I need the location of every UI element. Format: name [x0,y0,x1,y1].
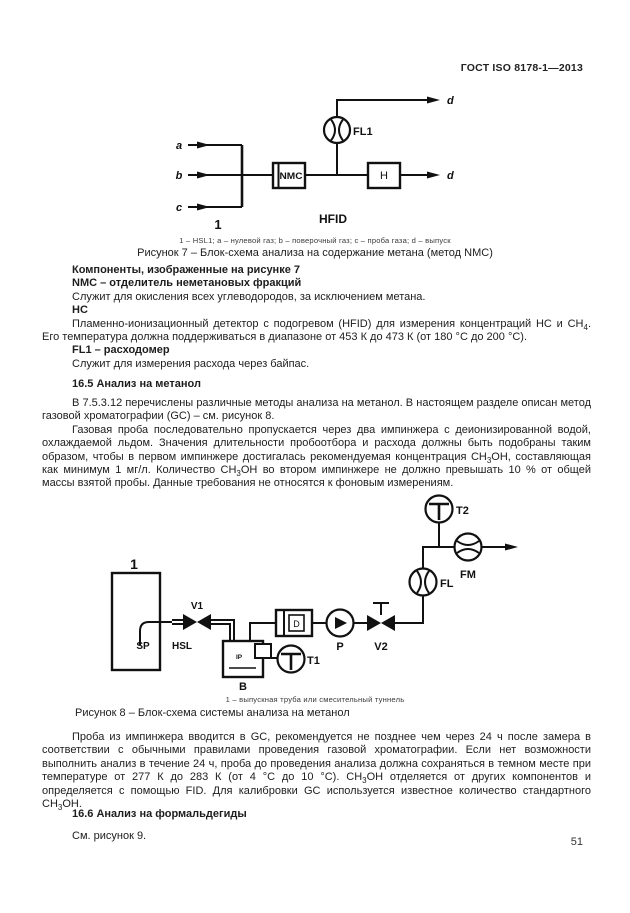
fig7-fl1-arc-right [338,118,344,142]
component-hc-desc: Пламенно-ионизационный детектор с подогр… [42,317,591,344]
figure7-caption: Рисунок 7 – Блок-схема анализа на содерж… [137,247,493,259]
component-fl1-term: FL1 – расходомер [72,344,170,357]
fig8-bath-to-dryer-line [249,622,276,641]
fig8-fl-label: FL [440,578,454,590]
fig8-outlet-arrow-icon [505,543,518,551]
fig8-t2-label: T2 [456,505,469,517]
fig7-hsl1-ref-label: 1 [214,217,221,232]
fig8-bath-label: B [239,681,247,693]
figure7-legend: 1 – HSL1; a – нулевой газ; b – поверочны… [179,236,451,245]
fig7-input-a-label: a [176,140,182,152]
page-number: 51 [570,836,583,848]
fig7-input-c-label: c [176,202,182,214]
section-16-5-para3: Проба из импинжера вводится в GC, рекоме… [42,731,591,813]
fig8-pump-label: P [336,641,343,653]
fig7-fl1-flowmeter-icon [322,115,352,145]
fig8-pump-arrow-icon [335,617,347,629]
section-16-6-heading: 16.6 Анализ на формальдегиды [72,808,247,820]
fig7-arrow-right-icon [427,171,440,179]
document-number: ГОСТ ISO 8178-1—2013 [460,62,583,74]
fig8-fl-to-fm-line [422,546,455,569]
fig7-hfid-label: HFID [319,212,347,226]
section-16-5-continuation: Проба из импинжера вводится в GC, рекоме… [42,731,591,813]
fig8-hsl-label: HSL [172,641,192,652]
fig8-v1-left-icon [183,614,197,630]
fig8-fl-arc-right [424,570,430,594]
section-16-5-body: В 7.5.3.12 перечислены различные методы … [42,397,591,491]
fig8-fm-arc-top [456,540,480,546]
fig8-fm-arc-bottom [456,548,480,554]
fig8-fm-flowmeter-icon [453,532,483,562]
section-16-6-body: См. рисунок 9. [42,830,591,843]
figure7-diagram: d a b c 1 NMC FL1 H d HFID [176,95,454,232]
fig8-dryer-label: D [293,619,300,629]
fig7-h-label: H [380,170,388,182]
fig8-v1-label: V1 [191,601,204,612]
fig7-fl1-arc-left [330,118,336,142]
component-nmc-term: NMC – отделитель неметановых фракций [72,277,302,290]
fig7-arrow-a-icon [197,141,210,149]
fig8-dryer-inner-box [288,614,305,632]
fig7-nmc-label: NMC [280,171,303,182]
fig8-t1-label: T1 [307,655,320,667]
fig7-bypass-line [336,99,427,175]
figure8-diagram: 1 SP HSL V1 IP B T1 D P [110,494,518,693]
fig7-outlet-right-label: d [447,170,454,182]
fig8-v2-label: V2 [374,641,387,653]
fig8-probe-line [139,621,172,645]
fig8-v2-right-icon [381,615,395,631]
fig8-heated-line-2a [211,619,235,643]
component-fl1-desc: Служит для измерения расхода через байпа… [72,357,310,370]
fig7-outlet-top-label: d [447,95,454,107]
fig7-h-box [366,161,402,190]
fig8-v2-to-fl-line [395,595,424,624]
figure8-caption: Рисунок 8 – Блок-схема системы анализа н… [75,707,350,719]
fig7-input-b-label: b [176,170,183,182]
section-16-5-heading: 16.5 Анализ на метанол [72,378,201,390]
fig8-bath-notch [254,643,272,659]
section-16-6-para: См. рисунок 9. [72,830,147,842]
component-hc-term: НС [72,304,88,317]
fig8-fl-flowmeter-icon [408,567,438,597]
fig8-sp-label: SP [136,641,150,652]
fig7-fl1-label: FL1 [353,126,373,138]
components-figure7-block: Компоненты, изображенные на рисунке 7 NM… [42,264,591,371]
section-16-5-para2: Газовая проба последовательно пропускает… [42,423,591,490]
components-title: Компоненты, изображенные на рисунке 7 [72,264,300,276]
fig8-heated-line-2b [211,623,231,643]
figure8-legend: 1 – выпускная труба или смесительный тун… [225,695,405,704]
fig8-tunnel-ref-label: 1 [130,556,138,572]
fig8-fm-label: FM [460,569,476,581]
section-16-5-para1: В 7.5.3.12 перечислены различные методы … [42,397,591,423]
fig8-impinger-label: IP [236,654,243,661]
component-nmc-desc: Служит для окисления всех углеводородов,… [72,290,426,303]
fig7-arrow-c-icon [197,203,210,211]
fig8-v1-right-icon [197,614,211,630]
fig7-arrow-top-icon [427,96,440,104]
fig8-v2-left-icon [367,615,381,631]
fig8-fl-arc-left [416,570,422,594]
fig7-arrow-b-icon [197,171,210,179]
